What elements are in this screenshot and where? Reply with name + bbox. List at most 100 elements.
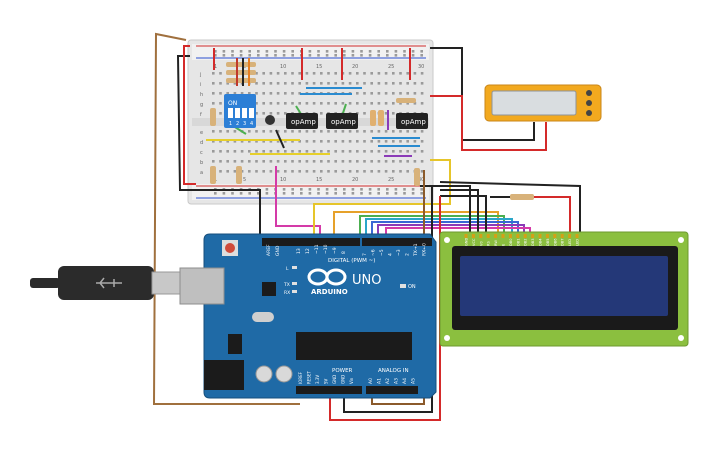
resistor-array-top[interactable] — [226, 58, 256, 86]
rail-hole[interactable] — [377, 192, 380, 195]
rail-hole[interactable] — [386, 50, 389, 53]
breadboard-hole[interactable] — [348, 140, 352, 143]
arduino-uno[interactable]: ARDUINO UNO DIGITAL (PWM ~) POWER ANALOG… — [179, 233, 437, 399]
breadboard-hole[interactable] — [226, 92, 229, 95]
lcd-pin[interactable] — [560, 234, 564, 238]
breadboard-hole[interactable] — [255, 102, 258, 105]
breadboard-hole[interactable] — [291, 72, 294, 75]
breadboard-hole[interactable] — [312, 160, 316, 163]
rail-hole[interactable] — [265, 50, 269, 53]
breadboard-hole[interactable] — [406, 140, 409, 143]
wire-black-lcd-1[interactable] — [420, 185, 471, 238]
breadboard-hole[interactable] — [363, 112, 366, 115]
rail-hole[interactable] — [386, 188, 389, 191]
rail-hole[interactable] — [377, 188, 380, 191]
lcd-pin[interactable] — [575, 234, 579, 238]
lcd-pin[interactable] — [553, 234, 557, 238]
wire-black-multimeter-1[interactable] — [430, 47, 463, 97]
breadboard-hole[interactable] — [305, 160, 309, 163]
breadboard-hole[interactable] — [341, 150, 345, 153]
breadboard-hole[interactable] — [291, 82, 294, 85]
rail-hole[interactable] — [214, 192, 217, 195]
breadboard-hole[interactable] — [420, 72, 424, 75]
breadboard-hole[interactable] — [276, 102, 280, 105]
breadboard-hole[interactable] — [291, 150, 294, 153]
breadboard-hole[interactable] — [370, 72, 373, 75]
breadboard-hole[interactable] — [356, 82, 359, 85]
opamp-2[interactable]: opAmp — [326, 113, 358, 129]
breadboard-hole[interactable] — [233, 170, 237, 173]
breadboard-hole[interactable] — [212, 102, 215, 105]
breadboard-hole[interactable] — [334, 82, 337, 85]
rail-hole[interactable] — [248, 192, 251, 195]
breadboard-hole[interactable] — [240, 92, 244, 95]
breadboard-hole[interactable] — [370, 160, 373, 163]
breadboard-hole[interactable] — [212, 160, 215, 163]
breadboard-hole[interactable] — [305, 82, 309, 85]
breadboard-hole[interactable] — [219, 102, 222, 105]
breadboard-hole[interactable] — [240, 140, 244, 143]
breadboard-hole[interactable] — [320, 150, 323, 153]
wire-brown-loop[interactable] — [152, 32, 300, 405]
breadboard-hole[interactable] — [413, 150, 417, 153]
breadboard-hole[interactable] — [219, 130, 222, 133]
wire-black-lcd-4[interactable] — [439, 181, 581, 238]
rail-hole[interactable] — [411, 192, 415, 195]
rail-hole[interactable] — [368, 50, 372, 53]
lcd-pin[interactable] — [531, 234, 535, 238]
breadboard-hole[interactable] — [248, 160, 251, 163]
rail-hole[interactable] — [343, 192, 346, 195]
lcd-pin[interactable] — [464, 234, 468, 238]
breadboard-hole[interactable] — [262, 160, 265, 163]
breadboard-hole[interactable] — [363, 92, 366, 95]
breadboard-hole[interactable] — [298, 150, 301, 153]
breadboard-hole[interactable] — [284, 72, 287, 75]
breadboard-hole[interactable] — [384, 102, 388, 105]
lcd-pin[interactable] — [494, 234, 498, 238]
lcd-pin[interactable] — [538, 234, 542, 238]
resistor-2[interactable] — [226, 70, 256, 75]
breadboard-hole[interactable] — [248, 130, 251, 133]
breadboard-hole[interactable] — [384, 92, 388, 95]
breadboard-hole[interactable] — [219, 140, 222, 143]
breadboard-hole[interactable] — [377, 130, 381, 133]
breadboard-hole[interactable] — [284, 82, 287, 85]
rail-hole[interactable] — [239, 54, 243, 57]
rail-hole[interactable] — [222, 50, 226, 53]
rail-hole[interactable] — [343, 54, 346, 57]
breadboard-hole[interactable] — [291, 140, 294, 143]
breadboard-hole[interactable] — [298, 82, 301, 85]
resistor-left-1[interactable] — [210, 108, 216, 126]
breadboard-hole[interactable] — [320, 160, 323, 163]
rail-hole[interactable] — [394, 54, 398, 57]
rail-hole[interactable] — [351, 188, 355, 191]
rail-hole[interactable] — [300, 188, 303, 191]
rail-hole[interactable] — [368, 54, 372, 57]
breadboard-hole[interactable] — [284, 140, 287, 143]
breadboard-hole[interactable] — [363, 102, 366, 105]
rail-hole[interactable] — [420, 192, 423, 195]
breadboard-hole[interactable] — [399, 130, 402, 133]
breadboard-hole[interactable] — [406, 130, 409, 133]
breadboard-hole[interactable] — [276, 170, 280, 173]
dip-toggle-3[interactable] — [242, 108, 247, 118]
breadboard-hole[interactable] — [240, 150, 244, 153]
breadboard-hole[interactable] — [356, 130, 359, 133]
breadboard-hole[interactable] — [392, 150, 395, 153]
rail-hole[interactable] — [343, 50, 346, 53]
breadboard-hole[interactable] — [356, 170, 359, 173]
lcd-pin[interactable] — [479, 234, 483, 238]
breadboard-hole[interactable] — [212, 150, 215, 153]
breadboard-hole[interactable] — [240, 160, 244, 163]
breadboard-hole[interactable] — [276, 150, 280, 153]
breadboard-hole[interactable] — [298, 102, 301, 105]
rail-hole[interactable] — [343, 188, 346, 191]
wire-yellow-long[interactable] — [313, 159, 451, 238]
breadboard-hole[interactable] — [370, 92, 373, 95]
breadboard-hole[interactable] — [413, 92, 417, 95]
breadboard-hole[interactable] — [291, 170, 294, 173]
breadboard-hole[interactable] — [312, 170, 316, 173]
breadboard-hole[interactable] — [370, 102, 373, 105]
usb-cable-icon[interactable] — [30, 266, 183, 300]
